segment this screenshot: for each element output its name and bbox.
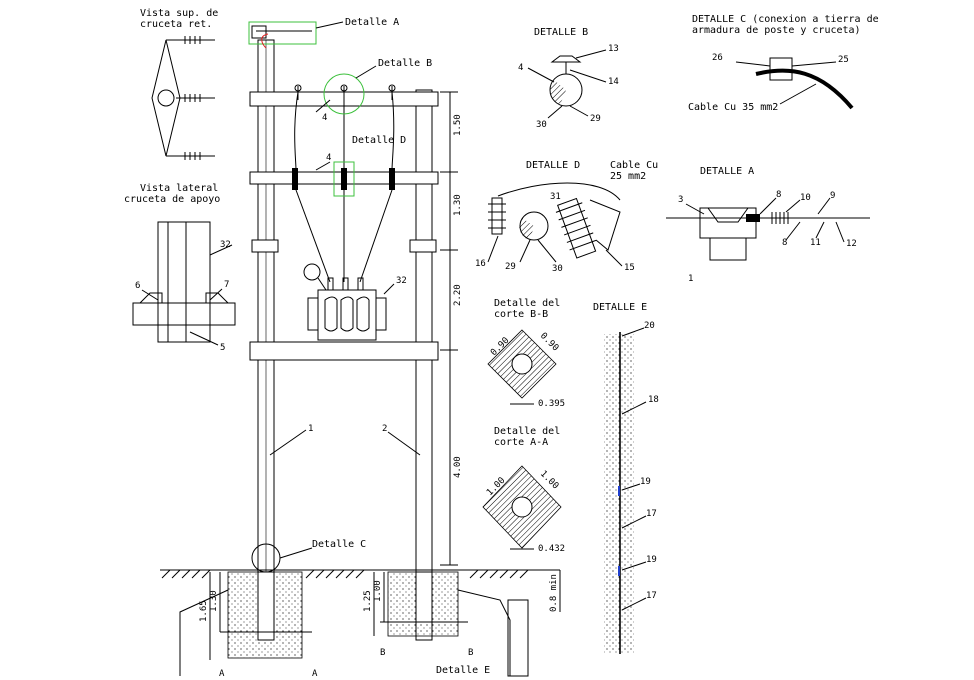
part-17-b: 17	[646, 591, 657, 601]
part-12: 12	[846, 239, 857, 249]
part-26: 26	[712, 53, 723, 63]
part-11: 11	[810, 238, 821, 248]
vista-sup-title-2: cruceta ret.	[140, 19, 212, 30]
height-dimensions: 1.50 1.30 2.20 4.00	[440, 91, 463, 566]
part-32-main: 32	[396, 276, 407, 286]
part-29-d: 29	[505, 262, 516, 272]
detalle-e-ref: Detalle E	[436, 665, 490, 676]
foundation-dims: 1.65 1.30 1.25 1.00 0.8 min A A B B Deta…	[199, 570, 561, 679]
part-8-a: 8	[776, 190, 781, 200]
bb-dim-w: 0.395	[538, 399, 565, 409]
ground	[160, 569, 560, 677]
dim-400: 4.00	[453, 456, 463, 478]
part-6: 6	[135, 281, 140, 291]
detalle-b: DETALLE B 13 14 4 30 29	[518, 27, 619, 130]
detalle-d-title: DETALLE D	[526, 160, 580, 171]
part-4-b: 4	[518, 63, 523, 73]
part-30-b: 30	[536, 120, 547, 130]
dim-125: 1.25	[363, 590, 373, 612]
part-19-a: 19	[640, 477, 651, 487]
dim-220: 2.20	[453, 284, 463, 306]
cable-cu-25-1: Cable Cu	[610, 160, 658, 171]
vista-lateral-cruceta: Vista lateral cruceta de apoyo 32 6 7 5	[124, 183, 236, 353]
corte-bb: Detalle del corte B-B 0.90 0.90 0.395	[487, 298, 565, 409]
detalle-b-ref: Detalle B	[378, 58, 432, 69]
aa-dim-w: 0.432	[538, 544, 565, 554]
part-18: 18	[648, 395, 659, 405]
cable-cu-35: Cable Cu 35 mm2	[688, 102, 778, 113]
main-structure: 32 Detalle A Detalle B 4 Detalle D 4 Det…	[160, 17, 561, 679]
section-a-2: A	[312, 669, 318, 679]
corte-aa: Detalle del corte A-A 1.00 1.00 0.432	[482, 426, 565, 554]
part-25: 25	[838, 55, 849, 65]
section-a-1: A	[219, 669, 225, 679]
detalle-a-ref: Detalle A	[345, 17, 399, 28]
part-20: 20	[644, 321, 655, 331]
part-29-b: 29	[590, 114, 601, 124]
detalle-a-title: DETALLE A	[700, 166, 754, 177]
detalle-d-ref: Detalle D	[352, 135, 406, 146]
part-10: 10	[800, 193, 811, 203]
section-b-1: B	[380, 648, 385, 658]
detalle-a: DETALLE A 3 8 10 9 8 11 12 1	[666, 166, 870, 284]
part-19-b: 19	[646, 555, 657, 565]
transformer	[303, 263, 387, 341]
detalle-b-title: DETALLE B	[534, 27, 588, 38]
detalle-d: DETALLE D Cable Cu 25 mm2 31 16 29 30 15	[475, 160, 658, 274]
part-1-main: 1	[308, 424, 313, 434]
dim-100: 1.00	[373, 580, 383, 602]
part-7: 7	[224, 280, 229, 290]
part-17-a: 17	[646, 509, 657, 519]
part-8-b: 8	[782, 238, 787, 248]
detalle-c-title-1: DETALLE C (conexion a tierra de	[692, 14, 879, 25]
part-5: 5	[220, 343, 225, 353]
corte-bb-title-2: corte B-B	[494, 309, 548, 320]
part-4-main: 4	[322, 113, 327, 123]
vista-superior-cruceta: Vista sup. de cruceta ret.	[140, 8, 218, 160]
dim-130: 1.30	[453, 194, 463, 216]
detalle-c-ref: Detalle C	[312, 539, 366, 550]
part-30-d: 30	[552, 264, 563, 274]
dim-08: 0.8 min	[549, 574, 559, 612]
corte-aa-title-1: Detalle del	[494, 426, 560, 437]
vista-lat-title-1: Vista lateral	[140, 183, 218, 194]
detalle-c: DETALLE C (conexion a tierra de armadura…	[688, 14, 879, 113]
part-2-main: 2	[382, 424, 387, 434]
dim-150: 1.50	[453, 114, 463, 136]
corte-bb-title-1: Detalle del	[494, 298, 560, 309]
part-15: 15	[624, 263, 635, 273]
part-4b-main: 4	[326, 153, 331, 163]
part-1-a: 1	[688, 274, 693, 284]
detalle-e: DETALLE E 20 18 19 17 19 17	[593, 302, 659, 654]
part-9: 9	[830, 191, 835, 201]
dim-165: 1.65	[199, 600, 209, 622]
vista-lat-title-2: cruceta de apoyo	[124, 194, 220, 205]
part-14: 14	[608, 77, 619, 87]
part-16: 16	[475, 259, 486, 269]
dim-130b: 1.30	[209, 590, 219, 612]
cable-cu-25-2: 25 mm2	[610, 171, 646, 182]
section-b-2: B	[468, 648, 473, 658]
vista-sup-title-1: Vista sup. de	[140, 8, 218, 19]
detalle-e-title: DETALLE E	[593, 302, 647, 313]
part-13: 13	[608, 44, 619, 54]
part-3: 3	[678, 195, 683, 205]
corte-aa-title-2: corte A-A	[494, 437, 548, 448]
part-32-lat: 32	[220, 240, 231, 250]
part-31: 31	[550, 192, 561, 202]
detalle-c-title-2: armadura de poste y cruceta)	[692, 25, 861, 36]
